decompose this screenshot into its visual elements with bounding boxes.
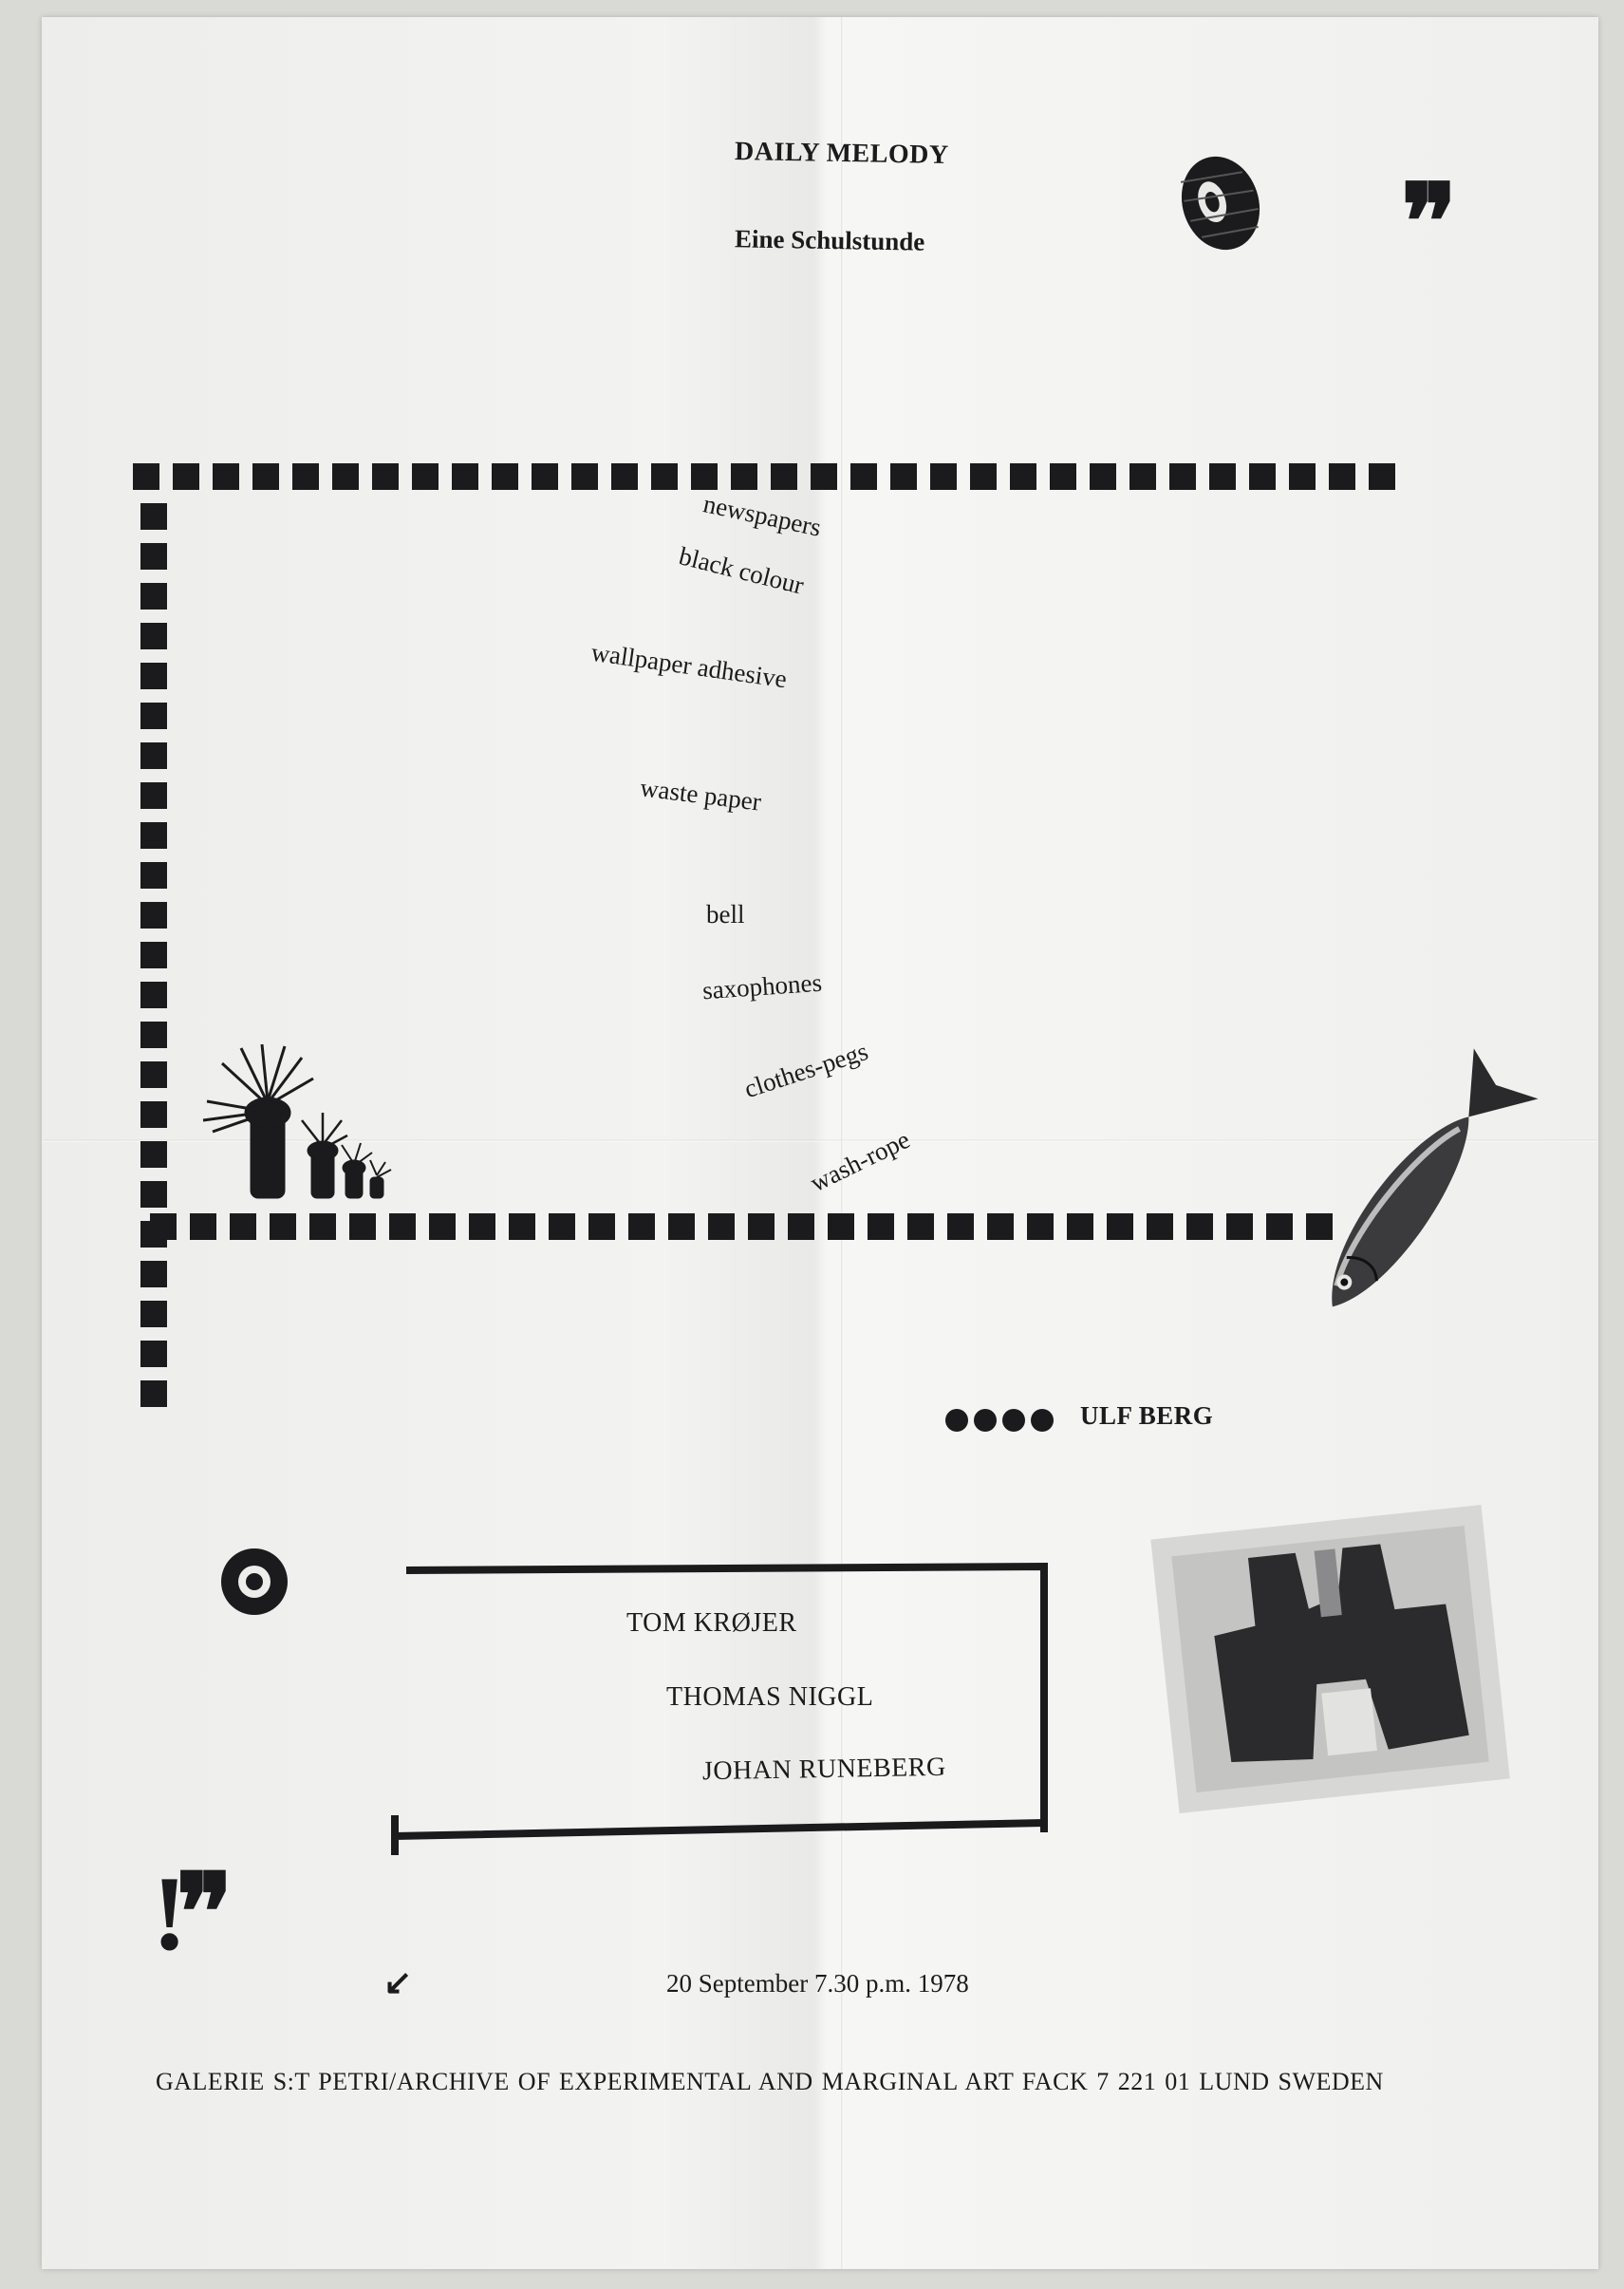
poster-sheet: [42, 17, 1598, 2269]
tree-silhouette-icon: [202, 1043, 392, 1199]
gallery-address: GALERIE S:T PETRI/ARCHIVE OF EXPERIMENTA…: [156, 2068, 1384, 2095]
fold-crease-vertical: [841, 17, 844, 2269]
bracket-frame: [391, 1562, 1048, 1855]
target-icon: [221, 1548, 288, 1615]
artist-main: ULF BERG: [1080, 1401, 1214, 1430]
dotted-frame-left: [140, 503, 167, 1407]
event-date: 20 September 7.30 p.m. 1978: [666, 1969, 969, 1998]
poster-title: DAILY MELODY: [734, 137, 949, 170]
poster-subtitle: Eine Schulstunde: [734, 224, 925, 256]
binoculars-photo-icon: [1150, 1504, 1510, 1813]
fold-crease-horizontal: [42, 1139, 1598, 1142]
artist-name: TOM KRØJER: [626, 1608, 797, 1638]
arrow-mark: ↙: [383, 1963, 413, 2001]
material-item: bell: [706, 900, 745, 929]
bullet-dots: [945, 1409, 1054, 1432]
exclamation-quote-mark: !❞: [152, 1855, 233, 1973]
dotted-frame-bottom: [150, 1213, 1333, 1240]
dotted-frame-top: [133, 463, 1395, 490]
fish-icon: [1332, 1048, 1539, 1307]
artist-name: THOMAS NIGGL: [666, 1682, 874, 1712]
closing-quote-mark-top: ❞: [1401, 165, 1457, 281]
artist-name: JOHAN RUNEBERG: [701, 1752, 946, 1787]
tyre-icon: [1180, 156, 1260, 251]
